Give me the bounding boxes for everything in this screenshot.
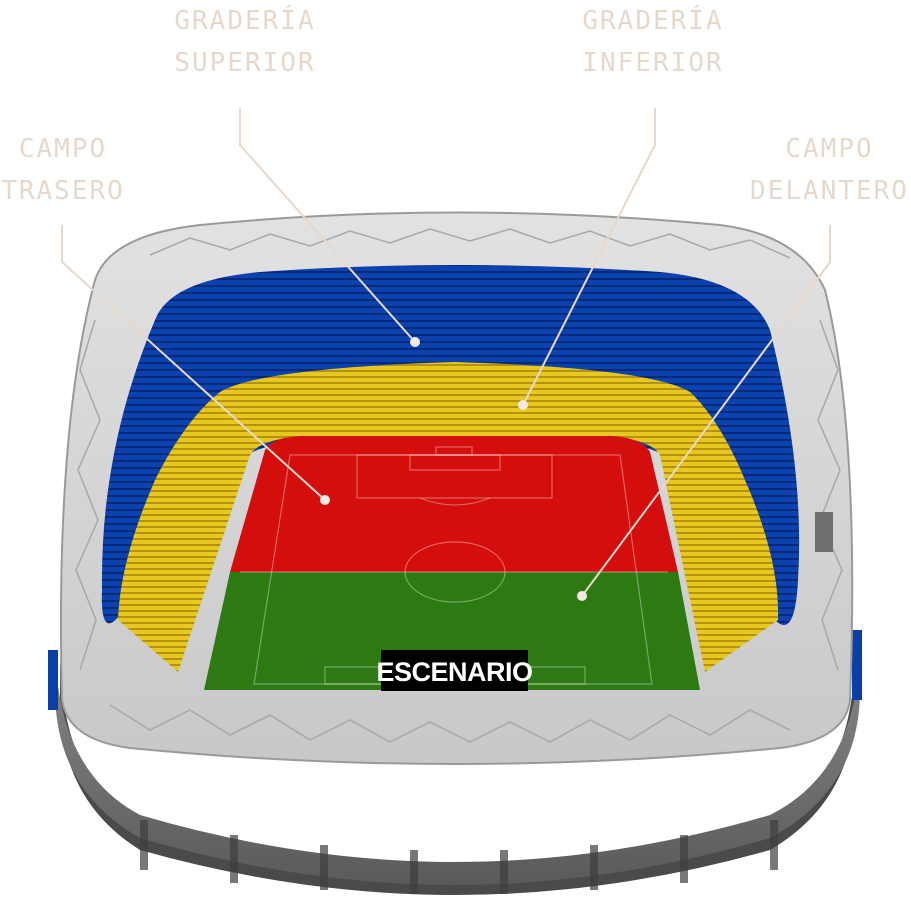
lower-tier-label: GRADERÍA INFERIOR — [568, 0, 738, 84]
upper-tier-zone[interactable] — [101, 265, 800, 625]
upper-tier-label-line2: SUPERIOR — [174, 48, 316, 78]
back-field-label-line2: TRASERO — [1, 176, 125, 206]
front-field-label: CAMPO DELANTERO — [748, 128, 911, 212]
upper-tier-label-line1: GRADERÍA — [174, 6, 316, 36]
upper-tier-marker — [410, 337, 420, 347]
front-field-zone[interactable] — [204, 572, 700, 690]
lower-tier-label-line1: GRADERÍA — [582, 6, 724, 36]
lower-tier-zone[interactable] — [118, 362, 779, 672]
leader-lines — [61, 108, 831, 597]
leader-dots — [320, 337, 587, 601]
lower-tier-marker — [518, 400, 528, 410]
stadium-base — [48, 630, 862, 895]
stage-badge[interactable]: ESCENARIO — [376, 650, 533, 691]
back-field-label-line1: CAMPO — [18, 134, 108, 164]
upper-tier-label: GRADERÍA SUPERIOR — [160, 0, 330, 84]
back-field-label: CAMPO TRASERO — [0, 128, 126, 212]
front-field-label-line2: DELANTERO — [750, 176, 909, 206]
front-field-label-line1: CAMPO — [785, 134, 874, 164]
lower-tier-label-line2: INFERIOR — [582, 48, 724, 78]
front-field-marker — [577, 591, 587, 601]
stage-label: ESCENARIO — [376, 657, 532, 687]
back-field-marker — [320, 495, 330, 505]
back-field-zone[interactable] — [230, 436, 678, 572]
